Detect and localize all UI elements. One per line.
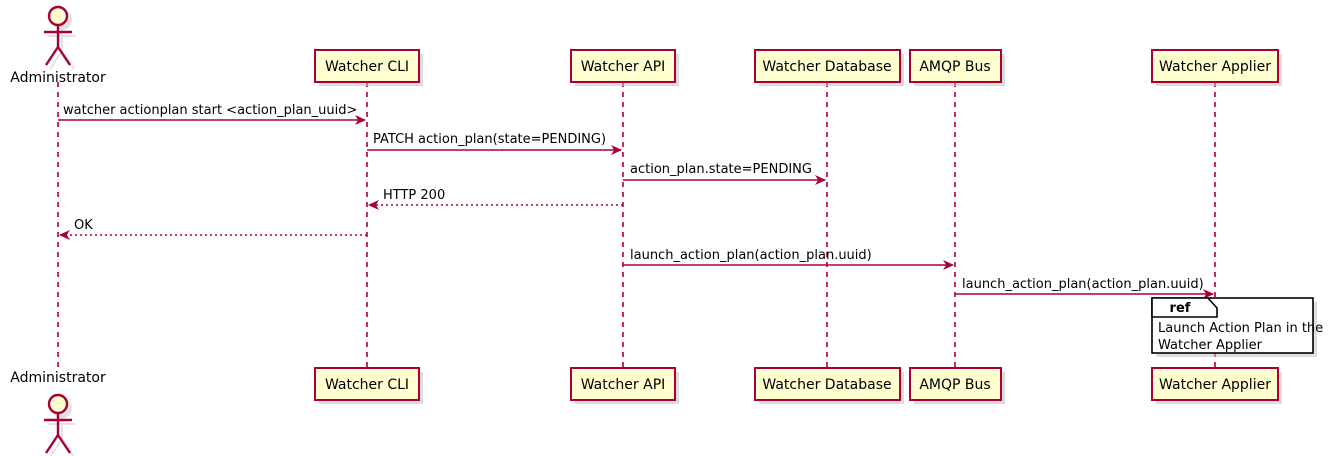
actor-leg-left bbox=[45, 46, 59, 66]
participant-label: Watcher CLI bbox=[325, 59, 409, 75]
ref-fragment-line: Launch Action Plan in the bbox=[1158, 321, 1323, 336]
message-label: action_plan.state=PENDING bbox=[630, 162, 812, 177]
participant-box[interactable] bbox=[570, 367, 676, 401]
participant-watcher-cli-bottom[interactable]: Watcher CLI bbox=[314, 367, 423, 404]
participant-box[interactable] bbox=[754, 49, 901, 83]
participant-label: Watcher Database bbox=[762, 59, 891, 75]
participant-box[interactable] bbox=[1151, 49, 1279, 83]
participant-watcher-database-top[interactable]: Watcher Database bbox=[754, 49, 904, 86]
participant-watcher-database-bottom[interactable]: Watcher Database bbox=[754, 367, 904, 404]
message-label: OK bbox=[74, 218, 93, 233]
ref-fragment-tab bbox=[1151, 297, 1218, 318]
lifelines-group bbox=[57, 82, 1216, 368]
message-3: action_plan.state=PENDING bbox=[623, 162, 826, 185]
participant-box[interactable] bbox=[314, 49, 420, 83]
participant-box[interactable] bbox=[909, 49, 1002, 83]
message-4: HTTP 200 bbox=[368, 188, 623, 210]
participant-watcher-applier-bottom[interactable]: Watcher Applier bbox=[1151, 367, 1282, 404]
actor-administrator-bottom[interactable]: Administrator bbox=[10, 370, 106, 456]
actor-label: Administrator bbox=[10, 370, 106, 386]
participant-amqp-bus-bottom[interactable]: AMQP Bus bbox=[909, 367, 1005, 404]
participant-watcher-api-bottom[interactable]: Watcher API bbox=[570, 367, 679, 404]
actor-head-icon bbox=[47, 393, 69, 415]
message-label: PATCH action_plan(state=PENDING) bbox=[373, 132, 606, 147]
participant-label: Watcher CLI bbox=[325, 377, 409, 393]
message-label: watcher actionplan start <action_plan_uu… bbox=[63, 103, 357, 118]
participant-label: AMQP Bus bbox=[919, 377, 990, 393]
participant-label: Watcher Applier bbox=[1159, 377, 1271, 393]
participant-box[interactable] bbox=[909, 367, 1002, 401]
participant-box[interactable] bbox=[754, 367, 901, 401]
participant-watcher-cli-top[interactable]: Watcher CLI bbox=[314, 49, 423, 86]
message-label: launch_action_plan(action_plan.uuid) bbox=[962, 277, 1204, 292]
message-5: OK bbox=[59, 218, 367, 240]
actor-label: Administrator bbox=[10, 70, 106, 86]
participant-watcher-applier-top[interactable]: Watcher Applier bbox=[1151, 49, 1282, 86]
message-2: PATCH action_plan(state=PENDING) bbox=[367, 132, 622, 155]
message-label: launch_action_plan(action_plan.uuid) bbox=[630, 248, 872, 263]
participant-box[interactable] bbox=[314, 367, 420, 401]
participant-label: Watcher API bbox=[581, 59, 666, 75]
actor-administrator-top[interactable]: Administrator bbox=[10, 5, 106, 86]
ref-fragment-line: Watcher Applier bbox=[1158, 338, 1263, 353]
participant-box[interactable] bbox=[1151, 367, 1279, 401]
participant-label: Watcher Database bbox=[762, 377, 891, 393]
message-1: watcher actionplan start <action_plan_uu… bbox=[58, 103, 366, 125]
actor-leg-right bbox=[57, 46, 71, 66]
participant-label: Watcher Applier bbox=[1159, 59, 1271, 75]
participant-label: AMQP Bus bbox=[919, 59, 990, 75]
participant-watcher-api-top[interactable]: Watcher API bbox=[570, 49, 679, 86]
ref-fragment-title: ref bbox=[1170, 301, 1191, 316]
participant-amqp-bus-top[interactable]: AMQP Bus bbox=[909, 49, 1005, 86]
participant-box[interactable] bbox=[570, 49, 676, 83]
actor-head-icon bbox=[47, 5, 69, 27]
actor-leg-right bbox=[57, 434, 71, 454]
message-7: launch_action_plan(action_plan.uuid) bbox=[955, 277, 1214, 299]
message-label: HTTP 200 bbox=[383, 188, 445, 203]
participant-label: Watcher API bbox=[581, 377, 666, 393]
message-6: launch_action_plan(action_plan.uuid) bbox=[623, 248, 954, 270]
messages-group: watcher actionplan start <action_plan_uu… bbox=[58, 103, 1214, 299]
actor-leg-left bbox=[45, 434, 59, 454]
